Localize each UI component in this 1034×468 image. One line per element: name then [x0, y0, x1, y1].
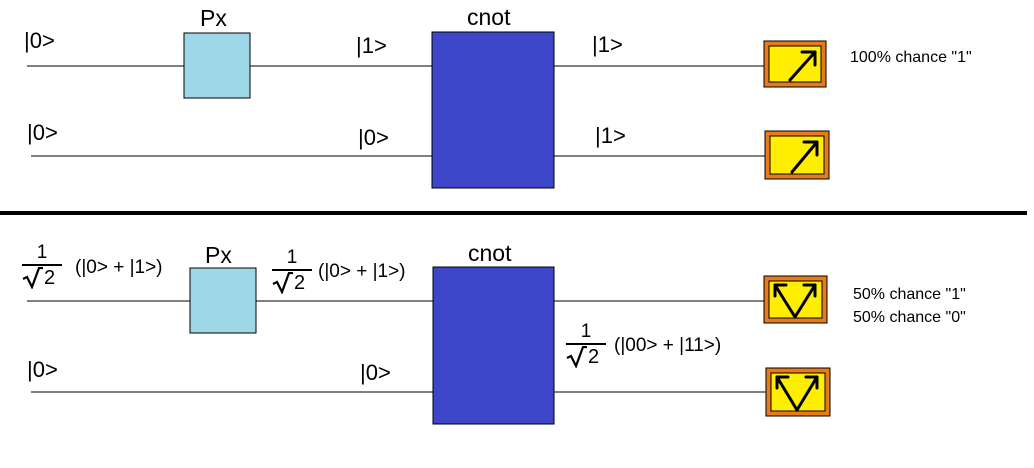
fraction-denominator: 2 — [588, 346, 600, 368]
fraction-bar — [566, 343, 606, 345]
bottom-output-state: (|00> + |11>) — [614, 335, 722, 356]
bottom-q1-input-state: (|0> + |1>) — [75, 257, 163, 278]
fraction-numerator: 1 — [36, 242, 48, 263]
bottom-q1-mid-state: (|0> + |1>) — [318, 261, 406, 282]
top-px-label: Px — [200, 5, 227, 31]
top-meter-1 — [763, 40, 827, 88]
meter-double-arrow-icon — [775, 375, 819, 412]
top-q1-mid: |1> — [356, 33, 387, 58]
fraction-denominator: 2 — [44, 267, 56, 289]
section-divider — [0, 211, 1027, 215]
bottom-result-text-0: 50% chance "0" — [853, 309, 966, 326]
meter-double-arrow-icon — [773, 283, 817, 319]
sqrt-symbol: 2 — [22, 267, 64, 289]
bottom-meter-2 — [765, 367, 831, 417]
bottom-px-label: Px — [205, 242, 232, 268]
bottom-q2-mid: |0> — [360, 360, 391, 385]
sqrt-symbol: 2 — [566, 346, 608, 368]
bottom-q1-input-coefficient: 1 2 — [20, 243, 64, 289]
top-q2-input: |0> — [27, 120, 58, 145]
bottom-result-text-1: 50% chance "1" — [853, 286, 966, 303]
top-meter-2 — [764, 130, 830, 180]
fraction-numerator: 1 — [286, 247, 298, 268]
bottom-output-coefficient: 1 2 — [564, 322, 608, 368]
top-result-text: 100% chance "1" — [850, 49, 972, 66]
bottom-q2-input: |0> — [27, 357, 58, 382]
meter-single-arrow-icon — [790, 140, 819, 174]
top-q1-input: |0> — [24, 28, 55, 53]
bottom-px-gate — [189, 267, 257, 334]
top-cnot-gate — [431, 31, 555, 189]
fraction-numerator: 1 — [580, 321, 592, 342]
top-q1-output: |1> — [592, 32, 623, 57]
meter-single-arrow-icon — [788, 50, 817, 82]
top-q2-mid: |0> — [358, 125, 389, 150]
bottom-q1-mid-coefficient: 1 2 — [270, 248, 314, 294]
fraction-bar — [272, 269, 312, 271]
fraction-bar — [22, 264, 62, 266]
bottom-cnot-gate — [432, 266, 555, 425]
top-px-gate — [183, 32, 251, 99]
fraction-denominator: 2 — [294, 272, 306, 294]
bottom-cnot-label: cnot — [468, 240, 512, 266]
sqrt-symbol: 2 — [272, 272, 314, 294]
bottom-meter-1 — [763, 275, 828, 324]
top-q2-output: |1> — [595, 123, 626, 148]
top-cnot-label: cnot — [467, 4, 511, 30]
